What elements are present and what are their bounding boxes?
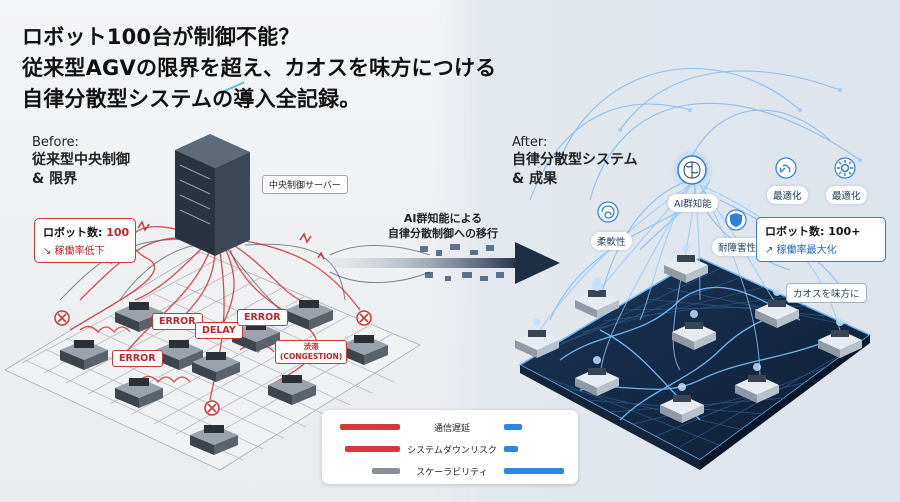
robot xyxy=(192,352,240,382)
before-label: Before: 従来型中央制御 & 限界 xyxy=(32,135,130,189)
after-bar xyxy=(504,446,518,452)
error-badge: ERROR xyxy=(112,350,163,367)
before-status-text: 稼働率低下 xyxy=(54,246,105,257)
congestion-badge: 渋滞 (CONGESTION) xyxy=(275,340,348,364)
trend-down-icon: ↘ xyxy=(43,246,52,257)
ai-swarm-label: AI群知能 xyxy=(668,194,718,212)
after-line-1: 自律分散型システム xyxy=(512,152,638,168)
transition-line-2: 自律分散制御への移行 xyxy=(388,227,498,240)
robot xyxy=(285,300,333,330)
shield-icon xyxy=(725,209,747,231)
comparison-label: システムダウンリスク xyxy=(407,446,497,456)
robot xyxy=(115,302,163,332)
before-bar xyxy=(345,446,400,452)
x-mark-icon xyxy=(54,310,372,416)
comparison-label: 通信遅延 xyxy=(433,424,470,434)
before-status-prefix: ロボット数: xyxy=(43,226,103,239)
after-status-line-1: ロボット数: 100+ xyxy=(765,225,861,238)
before-status-box: ロボット数: 100 ↘ 稼働率低下 xyxy=(34,218,136,263)
dark-wires xyxy=(59,239,346,311)
after-status-text: 稼働率最大化 xyxy=(776,245,837,256)
robot xyxy=(340,335,388,365)
before-bar xyxy=(340,424,400,430)
congestion-label-2: (CONGESTION) xyxy=(280,352,343,361)
comparison-row: 通信遅延 xyxy=(322,416,578,438)
brain-icon xyxy=(670,148,714,192)
after-line-2: & 成果 xyxy=(512,171,558,187)
after-bar xyxy=(504,424,522,430)
after-heading: After: xyxy=(512,135,548,150)
network-nodes xyxy=(558,88,862,162)
robot xyxy=(672,322,716,350)
before-status-line-2: ↘ 稼働率低下 xyxy=(43,242,127,257)
comparison-row: スケーラビリティ xyxy=(322,460,578,482)
optimization-label-2: 最適化 xyxy=(826,186,867,204)
optimization-label-1: 最適化 xyxy=(767,186,808,204)
page-title: ロボット100台が制御不能？ 従来型AGVの限界を超え、カオスを味方につける 自… xyxy=(22,22,496,115)
transition-line-1: AI群知能による xyxy=(403,212,483,225)
after-robots xyxy=(515,255,862,423)
robot xyxy=(268,375,316,405)
transition-arrow xyxy=(329,242,560,284)
flexibility-label: 柔軟性 xyxy=(591,232,632,250)
error-badge: ERROR xyxy=(152,313,203,330)
delay-badge: DELAY xyxy=(195,322,243,339)
resilience-label: 耐障害性 xyxy=(712,238,763,256)
robot xyxy=(115,378,163,408)
server-label: 中央制御サーバー xyxy=(262,175,348,194)
robot xyxy=(232,322,280,352)
before-heading: Before: xyxy=(32,135,79,150)
error-badge: ERROR xyxy=(237,309,288,326)
congestion-label-1: 渋滞 xyxy=(303,342,319,351)
robot xyxy=(660,395,704,423)
robot xyxy=(575,281,619,318)
title-line-2: 従来型AGVの限界を超え、カオスを味方につける xyxy=(22,56,497,80)
after-bar xyxy=(504,468,564,474)
before-status-line-1: ロボット数: 100 xyxy=(43,224,130,240)
after-label: After: 自律分散型システム & 成果 xyxy=(512,135,638,189)
robot xyxy=(515,330,559,358)
gear-icon xyxy=(834,157,856,179)
robot xyxy=(755,300,799,328)
before-line-1: 従来型中央制御 xyxy=(32,152,130,168)
robot xyxy=(60,340,108,370)
before-status-value: 100 xyxy=(106,226,130,239)
comparison-row: システムダウンリスク xyxy=(322,438,578,460)
robot xyxy=(575,368,619,396)
chaos-label: カオスを味方に xyxy=(786,283,867,303)
transition-label: AI群知能による 自律分散制御への移行 xyxy=(388,211,498,241)
after-status-line-2: ↗ 稼働率最大化 xyxy=(765,241,877,256)
robot-ai-glyphs xyxy=(533,244,844,391)
title-line-3: 自律分散型システムの導入全記録。 xyxy=(22,87,361,111)
before-line-2: & 限界 xyxy=(32,171,78,187)
comparison-card: 通信遅延 システムダウンリスク スケーラビリティ xyxy=(322,410,578,484)
swirl-icon xyxy=(597,201,619,223)
trend-up-icon: ↗ xyxy=(765,245,774,256)
link-icon xyxy=(775,157,797,179)
robot xyxy=(190,425,238,455)
comparison-label: スケーラビリティ xyxy=(416,468,488,478)
server-icon xyxy=(175,81,250,256)
robot xyxy=(155,340,203,370)
robot xyxy=(664,255,708,283)
robot xyxy=(735,375,779,403)
before-bar xyxy=(372,468,400,474)
title-line-1: ロボット100台が制御不能？ xyxy=(22,25,300,49)
robot xyxy=(818,330,862,358)
after-status-box: ロボット数: 100+ ↗ 稼働率最大化 xyxy=(756,217,886,262)
before-robots xyxy=(60,300,388,455)
